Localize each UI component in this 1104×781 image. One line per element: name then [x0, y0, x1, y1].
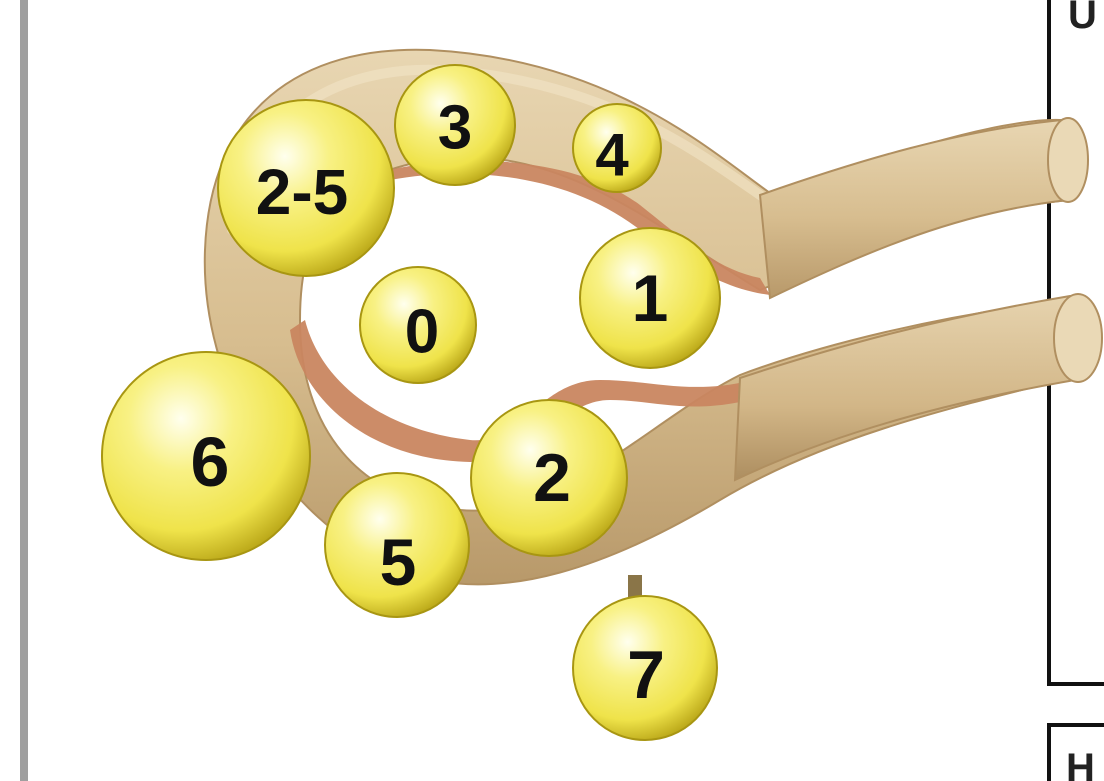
ball-1: 1 — [580, 228, 720, 368]
ball-3-label: 3 — [438, 94, 472, 163]
left-shadow-line — [20, 0, 28, 781]
right-frame — [1047, 0, 1104, 781]
ball-3: 3 — [395, 65, 515, 185]
ball-2: 2 — [471, 400, 627, 556]
ball-2-label: 2 — [533, 440, 571, 516]
right-edge-glyph-bottom: H — [1066, 746, 1095, 781]
ball-7: 7 — [573, 596, 717, 740]
ball-5: 5 — [325, 473, 469, 617]
ball-6-label: 6 — [191, 423, 230, 501]
ball-6: 6 — [102, 352, 310, 560]
ball-2-5: 2-5 — [218, 100, 394, 276]
right-edge-glyph-top: U — [1068, 0, 1097, 37]
ball-0: 0 — [360, 267, 476, 383]
ball-7-label: 7 — [627, 637, 665, 713]
lower-arm-cap — [1054, 294, 1102, 382]
ball-0-label: 0 — [405, 298, 439, 367]
ball-1-label: 1 — [632, 261, 669, 335]
ball-4-label: 4 — [595, 122, 629, 189]
ball-4: 4 — [573, 104, 661, 192]
lower-arm-tubule — [735, 296, 1095, 480]
upper-arm-tubule — [760, 120, 1084, 298]
ball-5-label: 5 — [380, 525, 417, 599]
ball-2-5-label: 2-5 — [256, 156, 349, 228]
upper-arm-cap — [1048, 118, 1088, 202]
